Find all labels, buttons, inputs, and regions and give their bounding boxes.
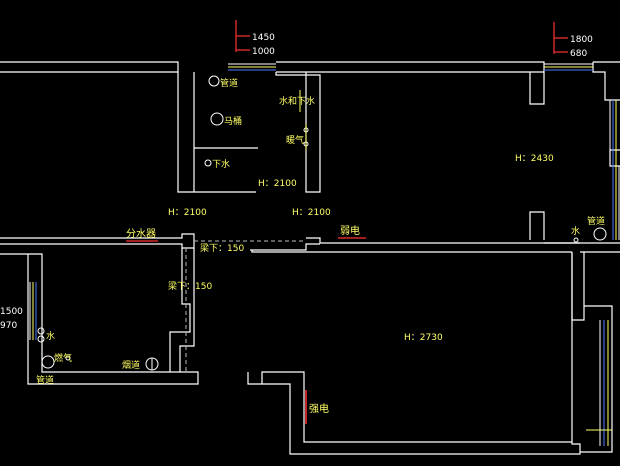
dim-left-b: 970: [0, 321, 17, 331]
label-water-kitchen: 水: [46, 330, 55, 342]
right-room-window-wall-lower: [609, 149, 620, 167]
label-pipe-bath: 管道: [220, 77, 238, 89]
dim-markers-top-right: [553, 22, 568, 54]
label-height-left: H：2100: [168, 208, 207, 218]
gas-circle-small: [65, 355, 71, 361]
window-living-right: [586, 320, 612, 446]
gas-circle: [41, 355, 55, 369]
water-circle-kitchen-a: [37, 327, 45, 335]
dim-top-left-a: 1450: [252, 33, 275, 43]
living-room-outline: [247, 252, 581, 455]
label-toilet: 马桶: [224, 115, 242, 127]
right-room-window-wall: [592, 62, 620, 101]
label-flue: 烟道: [122, 359, 140, 371]
pipe-circle-right: [593, 227, 607, 241]
kitchen-living-divider: [251, 250, 572, 253]
label-distributor: 分水器: [126, 228, 156, 240]
window-kitchen-left: [29, 282, 37, 340]
label-height-mid: H：2100: [292, 208, 331, 218]
bathroom-fixtures: [204, 75, 309, 167]
top-wall-left: [0, 61, 179, 73]
dim-top-right-a: 1800: [570, 35, 593, 45]
kitchen-left-wall: [0, 253, 199, 385]
bathroom-right-wall: [275, 72, 307, 76]
drain-circle: [204, 159, 212, 167]
label-strong-current: 强电: [309, 402, 329, 415]
right-balcony-lower: [580, 305, 613, 453]
water-circle-kitchen-b: [37, 335, 45, 343]
dim-left-a: 1500: [0, 307, 23, 317]
window-top-right: [544, 63, 593, 71]
label-gas: 燃气: [54, 352, 72, 364]
kitchen-fixtures: [37, 327, 159, 371]
label-height-living: H：2730: [404, 333, 443, 343]
living-room-inner: [261, 371, 572, 443]
dim-markers-top-left: [235, 20, 250, 52]
label-drain: 下水: [212, 158, 230, 170]
right-room-bottom-column: [529, 211, 545, 240]
label-water-right: 水: [571, 225, 580, 237]
dim-top-left-b: 1000: [252, 47, 275, 57]
pipe-circle-bath: [208, 75, 220, 87]
corridor-mid-wall: [250, 243, 320, 251]
label-water-drain: 水和下水: [279, 95, 315, 107]
label-weak-current: 弱电: [340, 224, 360, 237]
corridor-top-wall: [0, 233, 195, 249]
window-right-bedroom: [609, 100, 620, 240]
top-wall-mid: [276, 61, 545, 73]
toilet-circle: [210, 112, 224, 126]
windows: [29, 63, 620, 446]
walls: [0, 61, 620, 455]
corridor-top-wall-right: [306, 237, 620, 244]
kitchen-flue-wall: [179, 248, 195, 372]
water-circle-right: [573, 237, 579, 243]
label-pipe-kitchen: 管道: [36, 374, 54, 386]
label-beam-horizontal: 梁下：150: [200, 242, 244, 254]
beam-lines: [185, 240, 306, 372]
label-height-bath: H：2100: [258, 179, 297, 189]
kitchen-right-wall: [169, 248, 191, 372]
dim-top-right-b: 680: [570, 49, 587, 59]
bedroom-left-wall: [177, 72, 195, 193]
label-heating: 暖气: [286, 134, 304, 146]
label-height-right: H：2430: [515, 154, 554, 164]
window-top-bathroom: [228, 63, 276, 71]
right-balcony-wall: [571, 252, 585, 321]
label-beam-vertical: 梁下：150: [168, 280, 212, 292]
label-pipe-right: 管道: [587, 215, 605, 227]
bathroom-wall-outer: [305, 74, 321, 193]
right-room-column: [529, 72, 545, 105]
